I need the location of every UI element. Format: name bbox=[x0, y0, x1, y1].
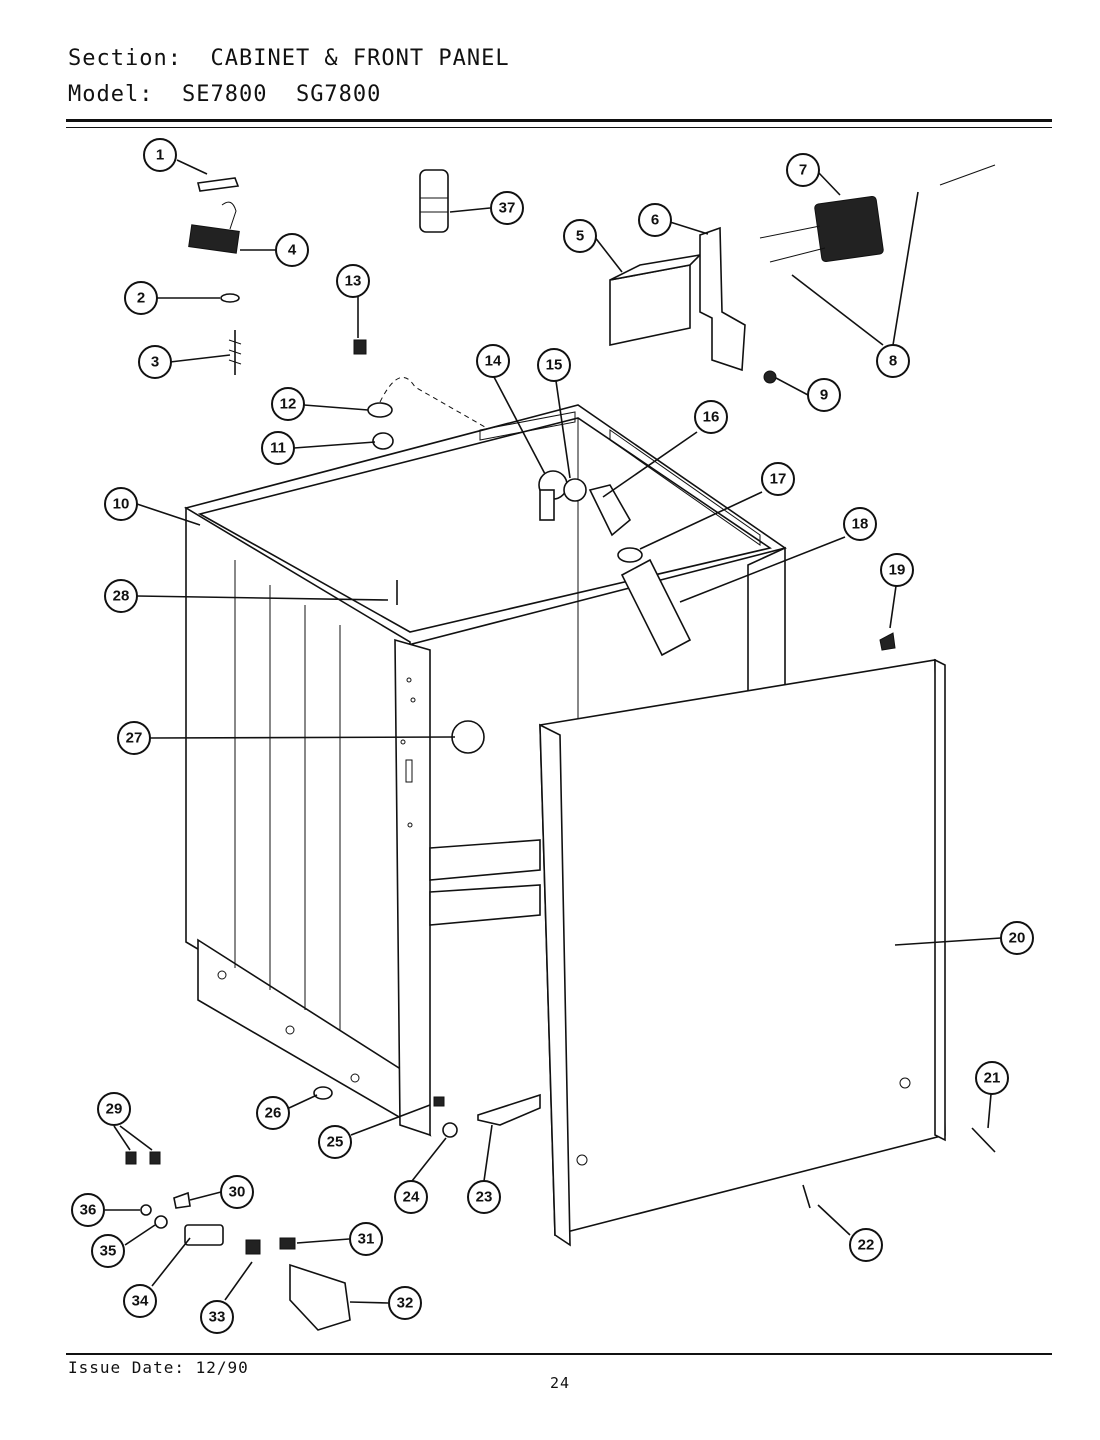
callout-8-label: 8 bbox=[889, 353, 897, 370]
callout-32: 32 bbox=[388, 1286, 422, 1320]
callout-11-label: 11 bbox=[270, 440, 286, 457]
callout-10: 10 bbox=[104, 487, 138, 521]
callout-35-label: 35 bbox=[100, 1243, 117, 1260]
callout-15: 15 bbox=[537, 348, 571, 382]
header-rule-thin bbox=[66, 127, 1052, 128]
callout-3-label: 3 bbox=[151, 354, 159, 371]
model-heading: Model: SE7800 SG7800 bbox=[68, 82, 381, 107]
callout-2: 2 bbox=[124, 281, 158, 315]
callout-22-label: 22 bbox=[858, 1237, 875, 1254]
callout-25-label: 25 bbox=[327, 1134, 344, 1151]
callout-7: 7 bbox=[786, 153, 820, 187]
callout-17: 17 bbox=[761, 462, 795, 496]
callout-13-label: 13 bbox=[345, 273, 362, 290]
callout-36-label: 36 bbox=[80, 1202, 97, 1219]
callout-1-label: 1 bbox=[156, 147, 164, 164]
callout-21-label: 21 bbox=[984, 1070, 1001, 1087]
callout-19-label: 19 bbox=[889, 562, 906, 579]
callout-16: 16 bbox=[694, 400, 728, 434]
callout-4-label: 4 bbox=[288, 242, 297, 259]
callout-1: 1 bbox=[143, 138, 177, 172]
callout-27: 27 bbox=[117, 721, 151, 755]
callout-22: 22 bbox=[849, 1228, 883, 1262]
callout-5-label: 5 bbox=[576, 228, 584, 245]
callout-18: 18 bbox=[843, 507, 877, 541]
callout-23-label: 23 bbox=[476, 1189, 493, 1206]
model-label: Model: bbox=[68, 82, 154, 107]
front-panel-illustration bbox=[539, 658, 946, 1247]
callout-7-label: 7 bbox=[799, 162, 807, 179]
callout-29: 29 bbox=[97, 1092, 131, 1126]
callout-29-label: 29 bbox=[106, 1101, 123, 1118]
footer-rule bbox=[66, 1353, 1052, 1355]
callout-5: 5 bbox=[563, 219, 597, 253]
callout-26-label: 26 bbox=[265, 1105, 282, 1122]
callout-33: 33 bbox=[200, 1300, 234, 1334]
callout-34-label: 34 bbox=[132, 1293, 149, 1310]
callout-26: 26 bbox=[256, 1096, 290, 1130]
callout-4: 4 bbox=[275, 233, 309, 267]
callout-21: 21 bbox=[975, 1061, 1009, 1095]
issue-date: Issue Date: 12/90 bbox=[68, 1358, 249, 1377]
header-rule-thick bbox=[66, 119, 1052, 122]
callout-8: 8 bbox=[876, 344, 910, 378]
callout-30: 30 bbox=[220, 1175, 254, 1209]
callout-11: 11 bbox=[261, 431, 295, 465]
callout-20: 20 bbox=[1000, 921, 1034, 955]
callout-16-label: 16 bbox=[703, 409, 720, 426]
callout-14-label: 14 bbox=[485, 353, 502, 370]
callout-24: 24 bbox=[394, 1180, 428, 1214]
leader-lines bbox=[105, 159, 1002, 1304]
callout-6: 6 bbox=[638, 203, 672, 237]
model-value: SE7800 SG7800 bbox=[181, 82, 382, 107]
callout-33-label: 33 bbox=[209, 1309, 226, 1326]
callout-10-label: 10 bbox=[113, 496, 130, 513]
callout-25: 25 bbox=[318, 1125, 352, 1159]
callout-3: 3 bbox=[138, 345, 172, 379]
callout-18-label: 18 bbox=[852, 516, 869, 533]
page-number: 24 bbox=[550, 1374, 571, 1392]
callout-12: 12 bbox=[271, 387, 305, 421]
callout-30-label: 30 bbox=[229, 1184, 246, 1201]
callout-13: 13 bbox=[336, 264, 370, 298]
callout-24-label: 24 bbox=[403, 1189, 420, 1206]
callout-12-label: 12 bbox=[280, 396, 297, 413]
callout-31: 31 bbox=[349, 1222, 383, 1256]
section-label: Section: bbox=[68, 46, 182, 71]
section-heading: Section: CABINET & FRONT PANEL bbox=[68, 46, 510, 71]
callout-14: 14 bbox=[476, 344, 510, 378]
callout-27-label: 27 bbox=[126, 730, 143, 747]
callout-36: 36 bbox=[71, 1193, 105, 1227]
callout-31-label: 31 bbox=[358, 1231, 375, 1248]
callout-35: 35 bbox=[91, 1234, 125, 1268]
callout-17-label: 17 bbox=[770, 471, 787, 488]
small-parts bbox=[125, 164, 996, 1331]
callout-6-label: 6 bbox=[651, 212, 659, 229]
callout-9-label: 9 bbox=[820, 387, 828, 404]
callout-19: 19 bbox=[880, 553, 914, 587]
section-value: CABINET & FRONT PANEL bbox=[210, 46, 510, 71]
callout-34: 34 bbox=[123, 1284, 157, 1318]
callout-37: 37 bbox=[490, 191, 524, 225]
callout-37-label: 37 bbox=[499, 200, 516, 217]
callout-28: 28 bbox=[104, 579, 138, 613]
callout-23: 23 bbox=[467, 1180, 501, 1214]
callout-15-label: 15 bbox=[546, 357, 563, 374]
callout-20-label: 20 bbox=[1009, 930, 1026, 947]
callout-9: 9 bbox=[807, 378, 841, 412]
callout-32-label: 32 bbox=[397, 1295, 414, 1312]
callout-28-label: 28 bbox=[113, 588, 130, 605]
callout-2-label: 2 bbox=[137, 290, 145, 307]
